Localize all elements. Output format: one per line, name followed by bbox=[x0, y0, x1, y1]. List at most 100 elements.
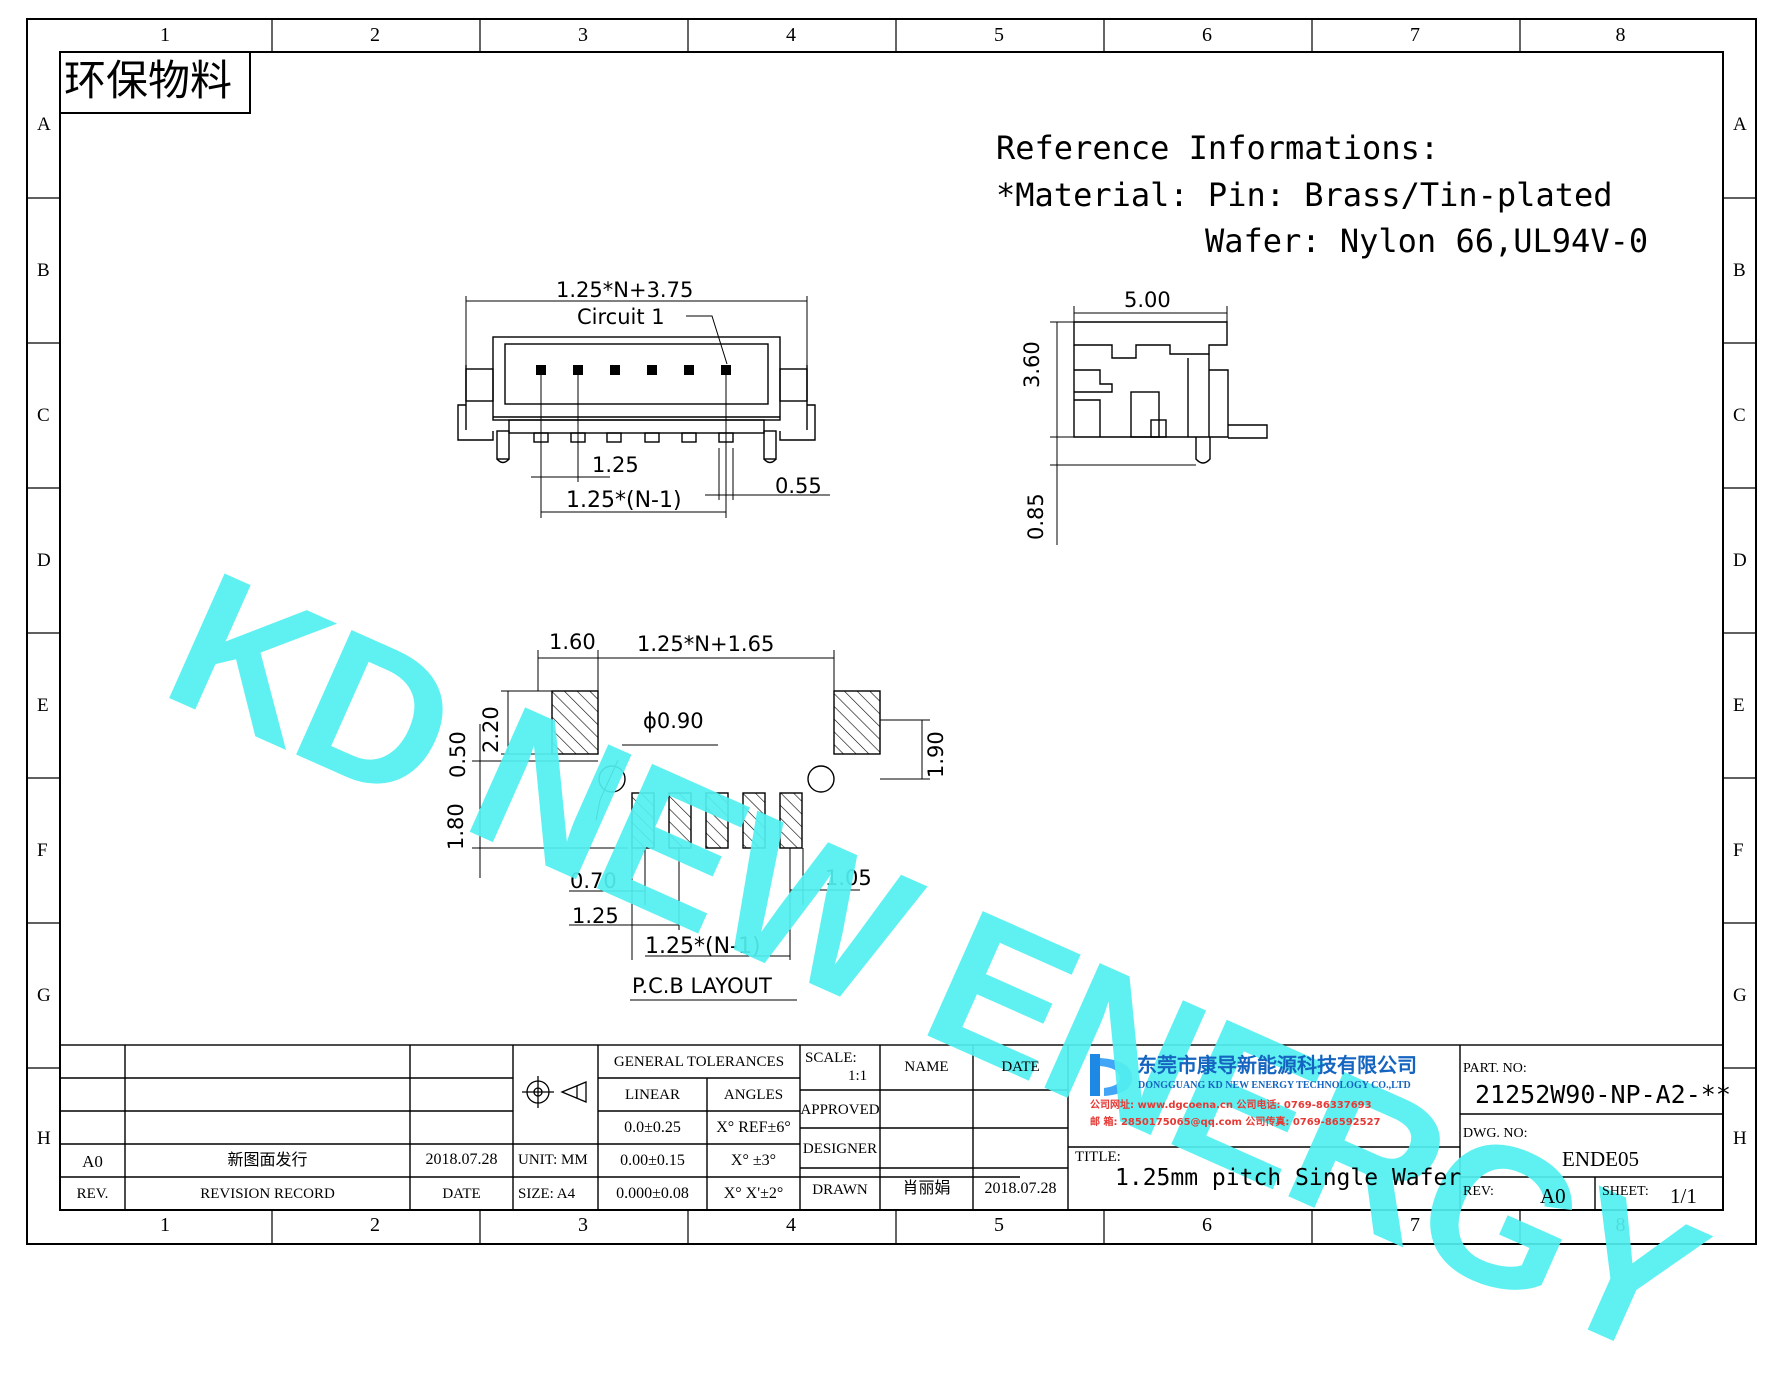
zone-row-label: H bbox=[1733, 1128, 1747, 1149]
tolerance-angle-3: X° X'±2° bbox=[723, 1185, 784, 1202]
dim-side-width: 5.00 bbox=[1124, 288, 1171, 312]
reference-title: Reference Informations: bbox=[996, 129, 1440, 167]
company-contact-1: 公司网址: www.dgcoena.cn 公司电话: 0769-86337693 bbox=[1090, 1100, 1372, 1111]
front-pin bbox=[647, 365, 657, 375]
dim-front-circuit: Circuit 1 bbox=[577, 305, 665, 329]
dim-pcb-slot-width: 0.70 bbox=[570, 869, 617, 893]
dim-pcb-pad-width: 1.60 bbox=[549, 630, 596, 654]
pcb-layout bbox=[551, 690, 881, 793]
pcb-layout-caption: P.C.B LAYOUT bbox=[632, 974, 772, 998]
pcb-signal-pad bbox=[705, 792, 729, 849]
tolerances-linear-header: LINEAR bbox=[625, 1087, 680, 1103]
tolerance-angle-2: X° ±3° bbox=[730, 1152, 777, 1169]
zone-column-label: 8 bbox=[1615, 1214, 1626, 1236]
side-view bbox=[1073, 321, 1268, 464]
pcb-signal-pad bbox=[779, 792, 803, 849]
zone-row-label: E bbox=[37, 694, 49, 716]
zone-row-label: B bbox=[37, 259, 50, 281]
zone-row-label: C bbox=[1733, 404, 1746, 426]
dim-pcb-pitch: 1.25 bbox=[572, 904, 619, 928]
pcb-signal-pad bbox=[631, 792, 655, 849]
front-view bbox=[457, 336, 816, 464]
dim-side-height: 3.60 bbox=[1020, 341, 1044, 388]
scale-value: 1:1 bbox=[848, 1068, 868, 1084]
tolerance-angle-1: X° REF±6° bbox=[716, 1119, 791, 1136]
rev-number: A0 bbox=[1540, 1184, 1566, 1208]
dim-front-pin: 0.55 bbox=[775, 474, 822, 498]
front-pin bbox=[610, 365, 620, 375]
size-label: SIZE: A4 bbox=[518, 1186, 576, 1202]
approved-label: APPROVED bbox=[800, 1102, 880, 1118]
zone-row-label: G bbox=[37, 984, 51, 1006]
date-header: DATE bbox=[1001, 1059, 1040, 1075]
zone-row-label: E bbox=[1733, 694, 1745, 716]
drawing-title: 1.25mm pitch Single Wafer bbox=[1115, 1165, 1462, 1191]
drawing-sheet bbox=[26, 18, 1757, 1245]
drawing-number-label: DWG. NO: bbox=[1463, 1126, 1528, 1141]
company-name-cn: 东莞市康导新能源科技有限公司 bbox=[1137, 1053, 1417, 1077]
zone-row-label: B bbox=[1733, 259, 1746, 281]
tolerance-linear-1: 0.0±0.25 bbox=[624, 1119, 681, 1136]
tolerances-angles-header: ANGLES bbox=[723, 1087, 784, 1103]
pcb-hole-left bbox=[598, 765, 626, 793]
rev-header: REV. bbox=[76, 1186, 109, 1202]
title-block-grid bbox=[59, 1044, 1724, 1211]
reference-material-wafer: Wafer: Nylon 66,UL94V-0 bbox=[1205, 222, 1649, 260]
zone-row-label: C bbox=[37, 404, 50, 426]
zone-column-label: 5 bbox=[994, 1214, 1004, 1236]
drawn-label: DRAWN bbox=[812, 1182, 868, 1198]
zone-column-label: 7 bbox=[1410, 1214, 1420, 1236]
zone-column-label: 4 bbox=[786, 24, 796, 46]
zone-column-label: 1 bbox=[160, 1214, 170, 1236]
zone-row-label: G bbox=[1733, 984, 1747, 1006]
zone-row-label: A bbox=[37, 114, 51, 135]
scale-label: SCALE: bbox=[805, 1050, 857, 1066]
dim-side-depth: 0.85 bbox=[1024, 493, 1048, 540]
pcb-signal-pad bbox=[742, 792, 766, 849]
zone-row-label: H bbox=[37, 1128, 51, 1149]
eco-stamp-box bbox=[59, 51, 251, 114]
zone-row-label: D bbox=[37, 549, 51, 571]
revision-date-value: 2018.07.28 bbox=[425, 1151, 498, 1168]
zone-column-label: 2 bbox=[370, 1214, 380, 1236]
zone-column-label: 2 bbox=[370, 24, 380, 46]
drawn-date: 2018.07.28 bbox=[984, 1180, 1057, 1197]
company-name-en: DONGGUANG KD NEW ENERGY TECHNOLOGY CO.,L… bbox=[1138, 1080, 1411, 1091]
zone-column-label: 3 bbox=[578, 24, 588, 46]
zone-row-label: A bbox=[1733, 114, 1747, 135]
dim-front-overall: 1.25*N+3.75 bbox=[556, 278, 694, 302]
zone-row-label: F bbox=[37, 839, 48, 861]
front-pin bbox=[684, 365, 694, 375]
part-number-label: PART. NO: bbox=[1463, 1061, 1527, 1076]
dim-pcb-span: 1.25*(N-1) bbox=[645, 934, 761, 959]
pcb-signal-pad bbox=[668, 792, 692, 849]
front-dimensions bbox=[465, 296, 830, 518]
revision-record-value: 新图面发行 bbox=[227, 1150, 308, 1169]
tolerances-header: GENERAL TOLERANCES bbox=[613, 1054, 785, 1070]
zone-column-label: 6 bbox=[1202, 1214, 1212, 1236]
reference-material-pin: *Material: Pin: Brass/Tin-plated bbox=[996, 176, 1613, 214]
pcb-mount-pad-right bbox=[833, 690, 881, 755]
zone-column-label: 8 bbox=[1615, 24, 1626, 46]
rev-label: REV: bbox=[1463, 1184, 1494, 1199]
sheet-number: 1/1 bbox=[1670, 1184, 1697, 1208]
revision-record-header: REVISION RECORD bbox=[200, 1186, 335, 1202]
side-dimensions bbox=[1050, 306, 1228, 545]
zone-column-label: 7 bbox=[1410, 24, 1420, 46]
pcb-hole-right bbox=[807, 765, 835, 793]
drawn-name: 肖丽娟 bbox=[902, 1178, 951, 1197]
company-contact-2: 邮 箱: 2850175065@qq.com 公司传真: 0769-865925… bbox=[1090, 1117, 1381, 1128]
designer-label: DESIGNER bbox=[802, 1141, 878, 1157]
zone-row-label: F bbox=[1733, 839, 1744, 861]
zone-column-label: 3 bbox=[578, 1214, 588, 1236]
outer-border bbox=[26, 18, 1757, 1245]
zone-row-label: D bbox=[1733, 549, 1747, 571]
pcb-dimensions bbox=[472, 650, 930, 1001]
projection-symbol bbox=[522, 1076, 587, 1108]
drawing-number: ENDE05 bbox=[1562, 1147, 1639, 1171]
rev-value: A0 bbox=[82, 1152, 103, 1171]
dim-pcb-hole: ϕ0.90 bbox=[643, 709, 704, 733]
zone-column-label: 1 bbox=[160, 24, 170, 46]
dim-pcb-offset-b: 1.90 bbox=[924, 731, 948, 778]
sheet-label: SHEET: bbox=[1602, 1184, 1649, 1199]
